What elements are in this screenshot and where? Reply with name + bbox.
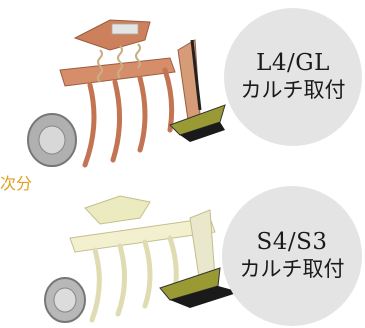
cultivator-s4-illustration — [44, 195, 240, 323]
model-badge-l4-gl: L4/GL カルチ取付 — [224, 8, 362, 146]
cultivator-l4-illustration — [27, 19, 226, 168]
model-badge-s4-s3: S4/S3 カルチ取付 — [222, 186, 362, 326]
model-subtitle: カルチ取付 — [240, 78, 346, 103]
cropped-caption: 次分 — [0, 174, 33, 193]
model-name: S4/S3 — [256, 229, 328, 256]
model-name: L4/GL — [256, 50, 330, 77]
model-subtitle: カルチ取付 — [239, 257, 345, 282]
